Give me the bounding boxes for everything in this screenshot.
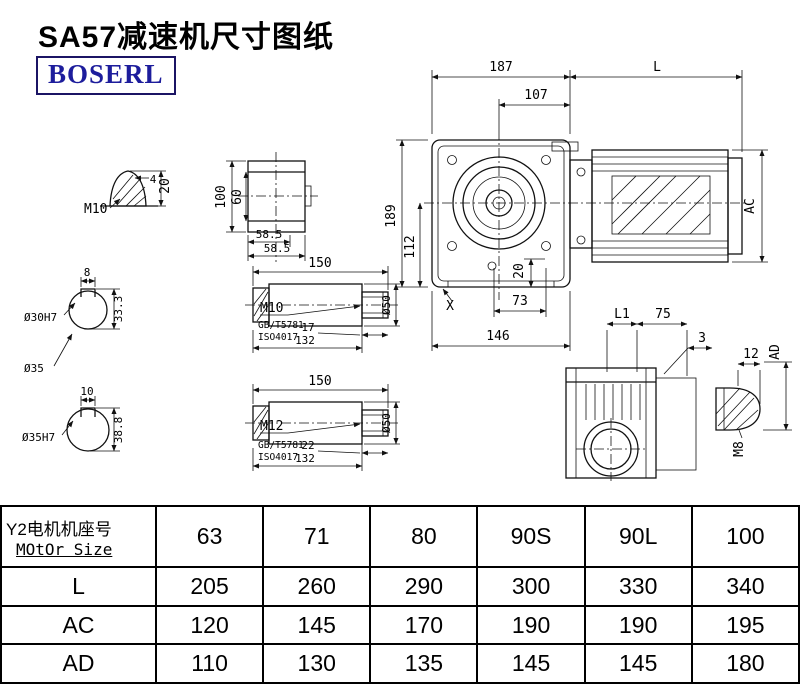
table-cell-size: 63 [154,504,265,569]
table-cell: 110 [154,643,265,684]
table-cell: 145 [476,643,586,684]
table-row-header: Y2电机机座号 MOtOr Size 63 71 80 90S 90L 100 [0,504,800,569]
bore1-diameter: Ø30H7 [24,311,57,324]
table-row-label: AC [0,604,157,646]
flange-dim-585b: 58.5 [264,242,291,255]
shaft1-body-length: 132 [295,334,315,347]
table-cell: 330 [583,566,693,607]
bore1-key-width: 8 [84,266,91,279]
table-cell: 170 [369,604,479,646]
table-row-label: AD [0,643,157,684]
table-cell: 120 [154,604,265,646]
plug-dim-20: 20 [158,178,173,194]
dim-112: 112 [403,235,418,258]
dim-73: 73 [512,294,528,309]
label-X: X [446,299,454,314]
dim-AC: AC [743,198,758,214]
bore1-key-depth: 33.3 [112,296,125,323]
dim-20-bottom: 20 [512,263,527,279]
shaft2-thread-length: 22 [301,439,314,452]
dim-M8: M8 [732,441,747,457]
flange-dim-60: 60 [230,189,245,205]
table-cell: 260 [262,566,372,607]
dim-L1: L1 [614,307,630,322]
shaft2-standard-2: ISO4017 [258,452,298,463]
bore2-diameter: Ø35H7 [22,431,55,444]
table-cell: 190 [476,604,586,646]
table-row-label: L [0,566,157,607]
table-cell-size: 80 [369,504,479,569]
dim-L: L [653,60,661,75]
bore-section-30: 8 Ø30H7 33.3 Ø35 [24,266,125,375]
shaft2-diameter: Ø50 [380,413,393,433]
dim-12: 12 [743,347,759,362]
shaft1-standard-2: ISO4017 [258,332,298,343]
shaft2-thread: M12 [260,419,283,434]
table-row-L: L 205 260 290 300 330 340 [0,566,800,607]
table-cell: 135 [369,643,479,684]
table-cell: 180 [690,643,800,684]
table-row-AC: AC 120 145 170 190 190 195 [0,604,800,646]
bore2-key-depth: 38.8 [112,417,125,444]
table-header-cn: Y2电机机座号 [6,519,112,539]
shaft2-length: 150 [308,374,331,389]
table-header-en: MOtOr Size [16,539,113,559]
table-cell-size: 71 [262,504,372,569]
bore-section-35: 10 Ø35H7 38.8 [22,385,125,452]
table-row-AD: AD 110 130 135 145 145 180 [0,643,800,684]
shaft1-length: 150 [308,256,331,271]
table-cell: 195 [690,604,800,646]
gearmotor-side-view [424,130,748,300]
table-cell: 290 [369,566,479,607]
brand-logo-text: BOSERL [48,59,164,89]
technical-drawing: 187 L 107 189 112 20 AC 73 [22,60,792,481]
shaft1-thread: M10 [260,301,283,316]
flange-top-view: 100 60 58.5 58.5 [214,152,318,262]
table-cell-size: 90L [583,504,693,569]
table-cell: 145 [262,604,372,646]
shaft2-body-length: 132 [295,452,315,465]
motor-size-table: Y2电机机座号 MOtOr Size 63 71 80 90S 90L 100 … [0,504,800,684]
table-cell: 340 [690,566,800,607]
table-cell: 205 [154,566,265,607]
hollow-shaft-2-view: 150 M12 GB/T5781 ISO4017 22 132 Ø50 [245,374,400,471]
shaft1-thread-length: 17 [301,321,314,334]
plug-dim-4: 4 [150,173,157,186]
main-view-dimensions: 187 L 107 189 112 20 AC 73 [384,60,768,351]
table-header-cell: Y2电机机座号 MOtOr Size [0,504,157,569]
front-view-dimensions: L1 75 3 12 M8 AD [606,307,792,457]
bore2-key-width: 10 [80,385,93,398]
shaft2-standard-1: GB/T5781 [258,440,304,451]
table-cell-size: 90S [476,504,586,569]
dim-3: 3 [698,331,706,346]
dim-107: 107 [524,88,547,103]
plug-detail-view: M10 20 4 [84,170,173,217]
table-cell: 145 [583,643,693,684]
flange-dim-100: 100 [214,185,229,208]
shaft1-diameter: Ø50 [380,295,393,315]
dim-75: 75 [655,307,671,322]
dim-189: 189 [384,204,399,227]
bore1-alt-diameter: Ø35 [24,362,44,375]
table-cell: 130 [262,643,372,684]
dim-AD: AD [768,344,783,360]
table-cell: 300 [476,566,586,607]
plug-thread-label: M10 [84,202,107,217]
gearbox-front-view [565,367,761,481]
dim-146: 146 [486,329,509,344]
shaft1-standard-1: GB/T5781 [258,320,304,331]
page-title: SA57减速机尺寸图纸 [38,21,335,54]
hollow-shaft-1-view: 150 M10 GB/T5781 ISO4017 17 132 Ø50 [245,256,400,353]
dim-187: 187 [489,60,512,75]
table-cell: 190 [583,604,693,646]
brand-logo: BOSERL [36,56,176,95]
table-cell-size: 100 [690,504,800,569]
flange-dim-585a: 58.5 [256,228,283,241]
